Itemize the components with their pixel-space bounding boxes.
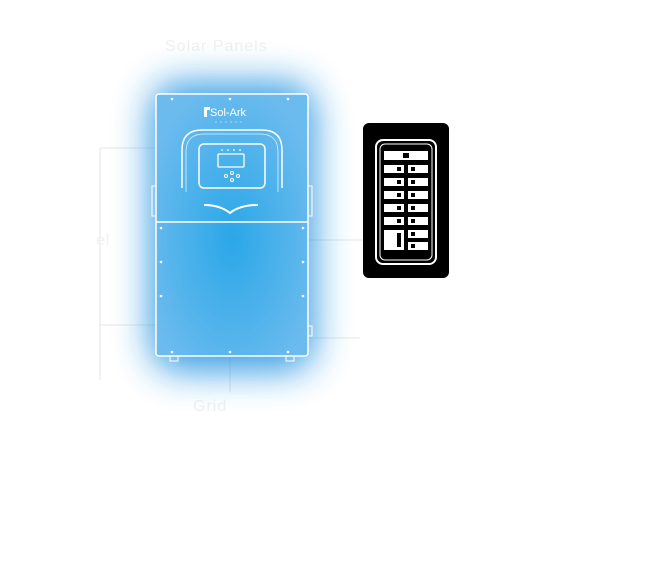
- solar-label: Solar Panels: [165, 38, 268, 55]
- brand-logo: Sol-Ark: [210, 107, 247, 119]
- inverter-icon: [151, 93, 313, 362]
- grid-label: Grid: [193, 398, 228, 415]
- breaker-panel-icon: [363, 123, 449, 278]
